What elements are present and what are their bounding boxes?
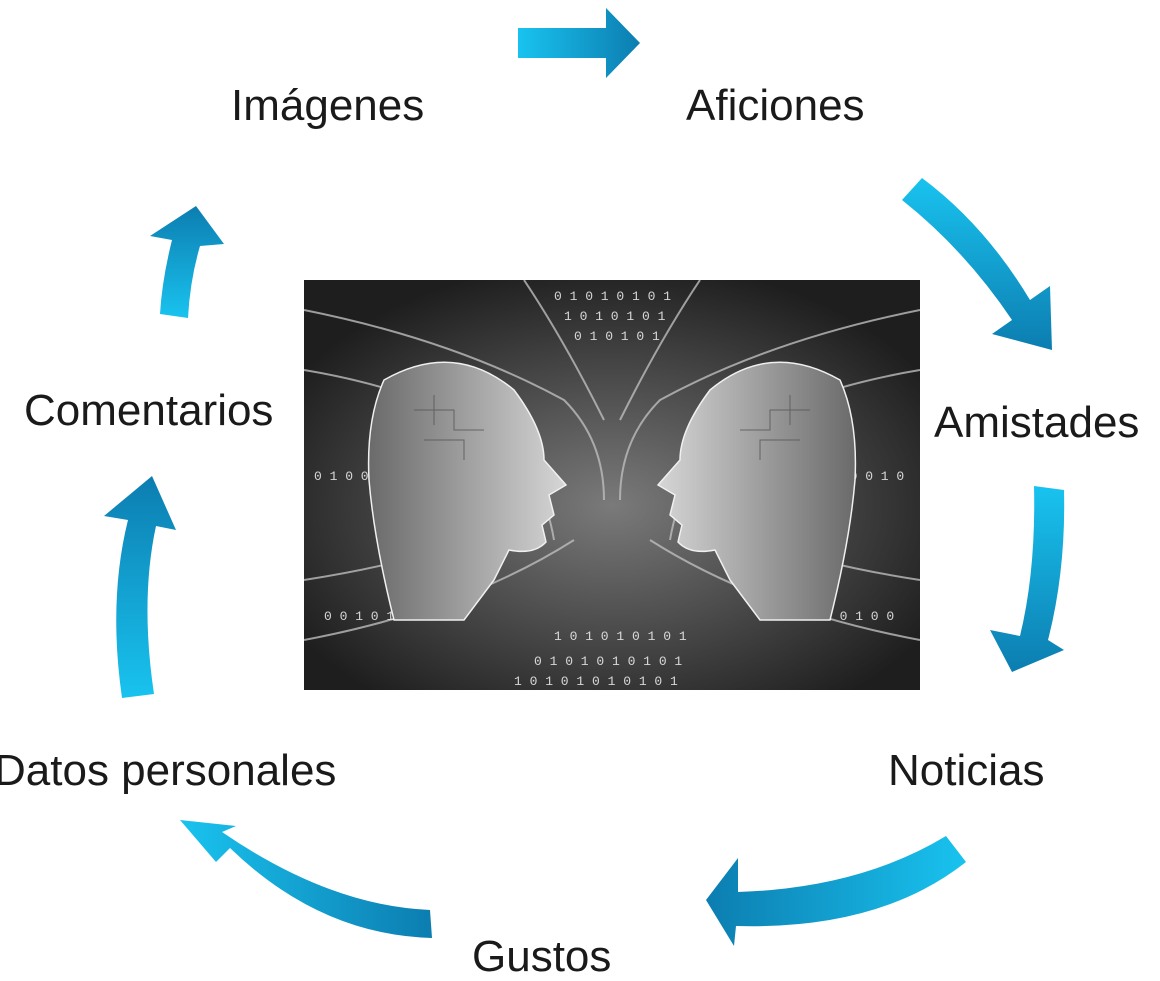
binary-digits-icon: 0 1 0 1 0 1 0 1 1 0 1 0 1 0 1 0 1 0 1 0 …: [314, 289, 904, 689]
svg-text:0 1 0 1 0 1 0 1 0 1: 0 1 0 1 0 1 0 1 0 1: [534, 654, 682, 669]
label-aficiones: Aficiones: [686, 81, 865, 130]
svg-text:1 0 1 0 1 0 1: 1 0 1 0 1 0 1: [564, 309, 666, 324]
label-comentarios: Comentarios: [24, 386, 274, 435]
arrow-gustos-to-datos: [180, 820, 432, 938]
left-robot-head-icon: [367, 361, 568, 621]
arrow-amistades-to-noticias: [990, 486, 1065, 672]
label-imagenes: Imágenes: [231, 81, 425, 130]
svg-text:1 0 1 0 1 0 1 0 1: 1 0 1 0 1 0 1 0 1: [554, 629, 687, 644]
svg-text:1 0 1 0 0: 1 0 1 0 0: [824, 609, 894, 624]
svg-text:0 1 0 1 0 1 0 1: 0 1 0 1 0 1 0 1: [554, 289, 671, 304]
arrow-aficiones-to-amistades: [902, 178, 1052, 350]
label-noticias: Noticias: [888, 746, 1045, 795]
label-gustos: Gustos: [472, 932, 612, 981]
arrow-imagenes-to-aficiones: [518, 8, 640, 78]
central-image-two-robot-heads-binary: 0 1 0 1 0 1 0 1 1 0 1 0 1 0 1 0 1 0 1 0 …: [304, 280, 920, 690]
right-robot-head-icon: [656, 361, 857, 621]
label-amistades: Amistades: [934, 398, 1140, 447]
svg-text:0 1 0 1 0 1: 0 1 0 1 0 1: [574, 329, 660, 344]
svg-text:0 1 0 0 1: 0 1 0 0 1: [314, 469, 384, 484]
arrow-datos-to-comentarios: [104, 476, 176, 698]
svg-text:0 0 1 0 1: 0 0 1 0 1: [324, 609, 394, 624]
arrow-comentarios-to-imagenes: [150, 206, 224, 318]
arrow-noticias-to-gustos: [706, 836, 966, 946]
circuit-brain-icon: [414, 395, 810, 460]
svg-text:1 0 1 0 1 0 1 0 1 0 1: 1 0 1 0 1 0 1 0 1 0 1: [514, 674, 678, 689]
label-datos-personales: Datos personales: [0, 746, 337, 795]
